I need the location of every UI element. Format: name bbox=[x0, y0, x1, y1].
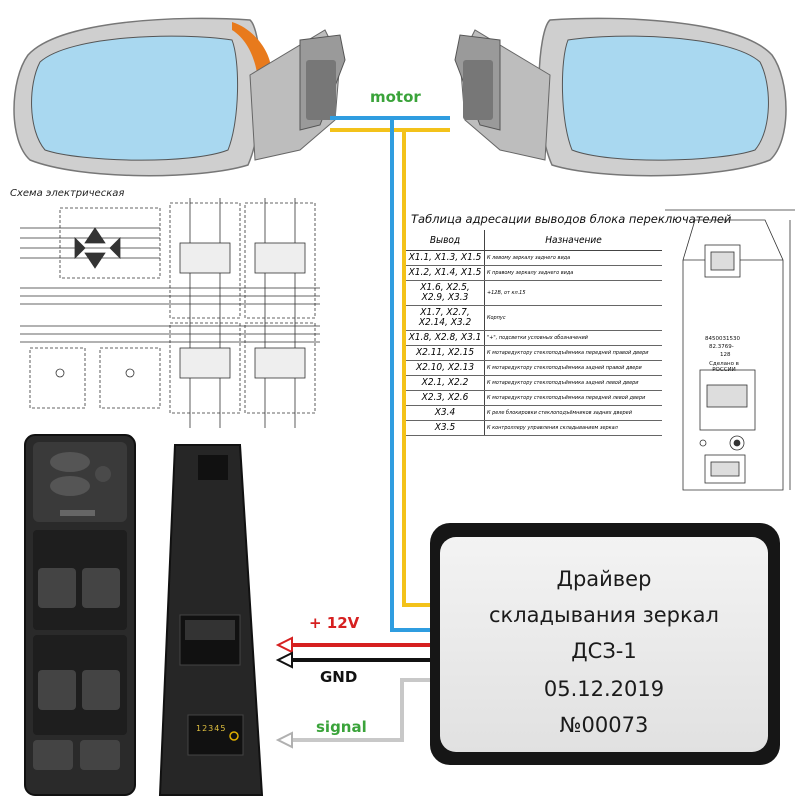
driver-label-plate bbox=[440, 537, 768, 752]
variant-number: 128 bbox=[720, 352, 731, 358]
row-purpose: К мотаредуктору стеклоподъёмника задней … bbox=[484, 360, 662, 376]
signal-wire-label: signal bbox=[316, 718, 367, 736]
row-pins: X3.4 bbox=[406, 405, 485, 421]
motor-wires bbox=[330, 116, 450, 632]
window-switch-panel bbox=[24, 434, 264, 796]
table-row: X1.6, X2.5, X2.9, X3.3+12В, от кл.15 bbox=[406, 280, 662, 306]
table-row: X1.8, X2.8, X3.1"+", подсветки условных … bbox=[406, 330, 662, 346]
electrical-schematic bbox=[20, 198, 320, 428]
row-pins: X2.11, X2.15 bbox=[406, 345, 485, 361]
switch-block-drawing bbox=[665, 209, 795, 491]
row-pins: X2.1, X2.2 bbox=[406, 375, 485, 391]
row-pins: X1.7, X2.7, X2.14, X3.2 bbox=[406, 305, 485, 331]
switch-panel-front bbox=[24, 434, 136, 796]
driver-label-line2: складывания зеркал bbox=[489, 603, 719, 627]
row-pins: X3.5 bbox=[406, 420, 485, 436]
row-pins: X1.6, X2.5, X2.9, X3.3 bbox=[406, 280, 485, 306]
made-in-label: Сделано в РОССИИ bbox=[709, 361, 739, 373]
row-pins: X1.8, X2.8, X3.1 bbox=[406, 330, 485, 346]
mirrors-illustration bbox=[13, 17, 787, 177]
ground-wire bbox=[275, 651, 440, 669]
row-pins: X2.3, X2.6 bbox=[406, 390, 485, 406]
motor-wire-label: motor bbox=[370, 88, 421, 106]
signal-wire bbox=[275, 678, 440, 749]
row-purpose: "+", подсветки условных обозначений bbox=[484, 330, 662, 346]
ground-wire-label: GND bbox=[320, 668, 358, 686]
row-purpose: К реле блокировки стеклоподъёмников задн… bbox=[484, 405, 662, 421]
power-wire-label: + 12V bbox=[309, 614, 360, 632]
row-purpose: К контроллеру управления складыванием зе… bbox=[484, 420, 662, 436]
header-purpose: Назначение bbox=[484, 230, 662, 251]
row-purpose: Корпус bbox=[484, 305, 662, 331]
row-purpose: +12В, от кл.15 bbox=[484, 280, 662, 306]
address-table-header: Вывод Назначение bbox=[406, 230, 662, 251]
right-mirror bbox=[454, 17, 787, 177]
row-purpose: К мотаредуктору стеклоподъёмника передне… bbox=[484, 390, 662, 406]
driver-label-line1: Драйвер bbox=[556, 567, 652, 591]
driver-date: 05.12.2019 bbox=[543, 677, 665, 701]
left-mirror bbox=[13, 17, 346, 177]
driver-serial: №00073 bbox=[559, 713, 649, 737]
part-code: 82.3769- bbox=[709, 344, 734, 350]
row-purpose: К правому зеркалу заднего вида bbox=[484, 265, 662, 281]
driver-model: ДСЗ-1 bbox=[571, 639, 637, 663]
row-purpose: К мотаредуктору стеклоподъёмника задней … bbox=[484, 375, 662, 391]
row-pins: X1.2, X1.4, X1.5 bbox=[406, 265, 485, 281]
row-pins: X2.10, X2.13 bbox=[406, 360, 485, 376]
row-purpose: К мотаредуктору стеклоподъёмника передне… bbox=[484, 345, 662, 361]
row-pins: X1.1, X1.3, X1.5 bbox=[406, 250, 485, 266]
switch-panel-side bbox=[158, 444, 264, 796]
row-purpose: К левому зеркалу заднего вида bbox=[484, 250, 662, 266]
part-number: 8450031530 bbox=[705, 336, 740, 342]
header-pin: Вывод bbox=[406, 230, 485, 251]
power-wire bbox=[275, 636, 440, 654]
address-table-title: Таблица адресации выводов блока переключ… bbox=[411, 212, 732, 226]
pin-number-marks: 12345 bbox=[196, 724, 227, 733]
schematic-title: Схема электрическая bbox=[10, 188, 125, 199]
